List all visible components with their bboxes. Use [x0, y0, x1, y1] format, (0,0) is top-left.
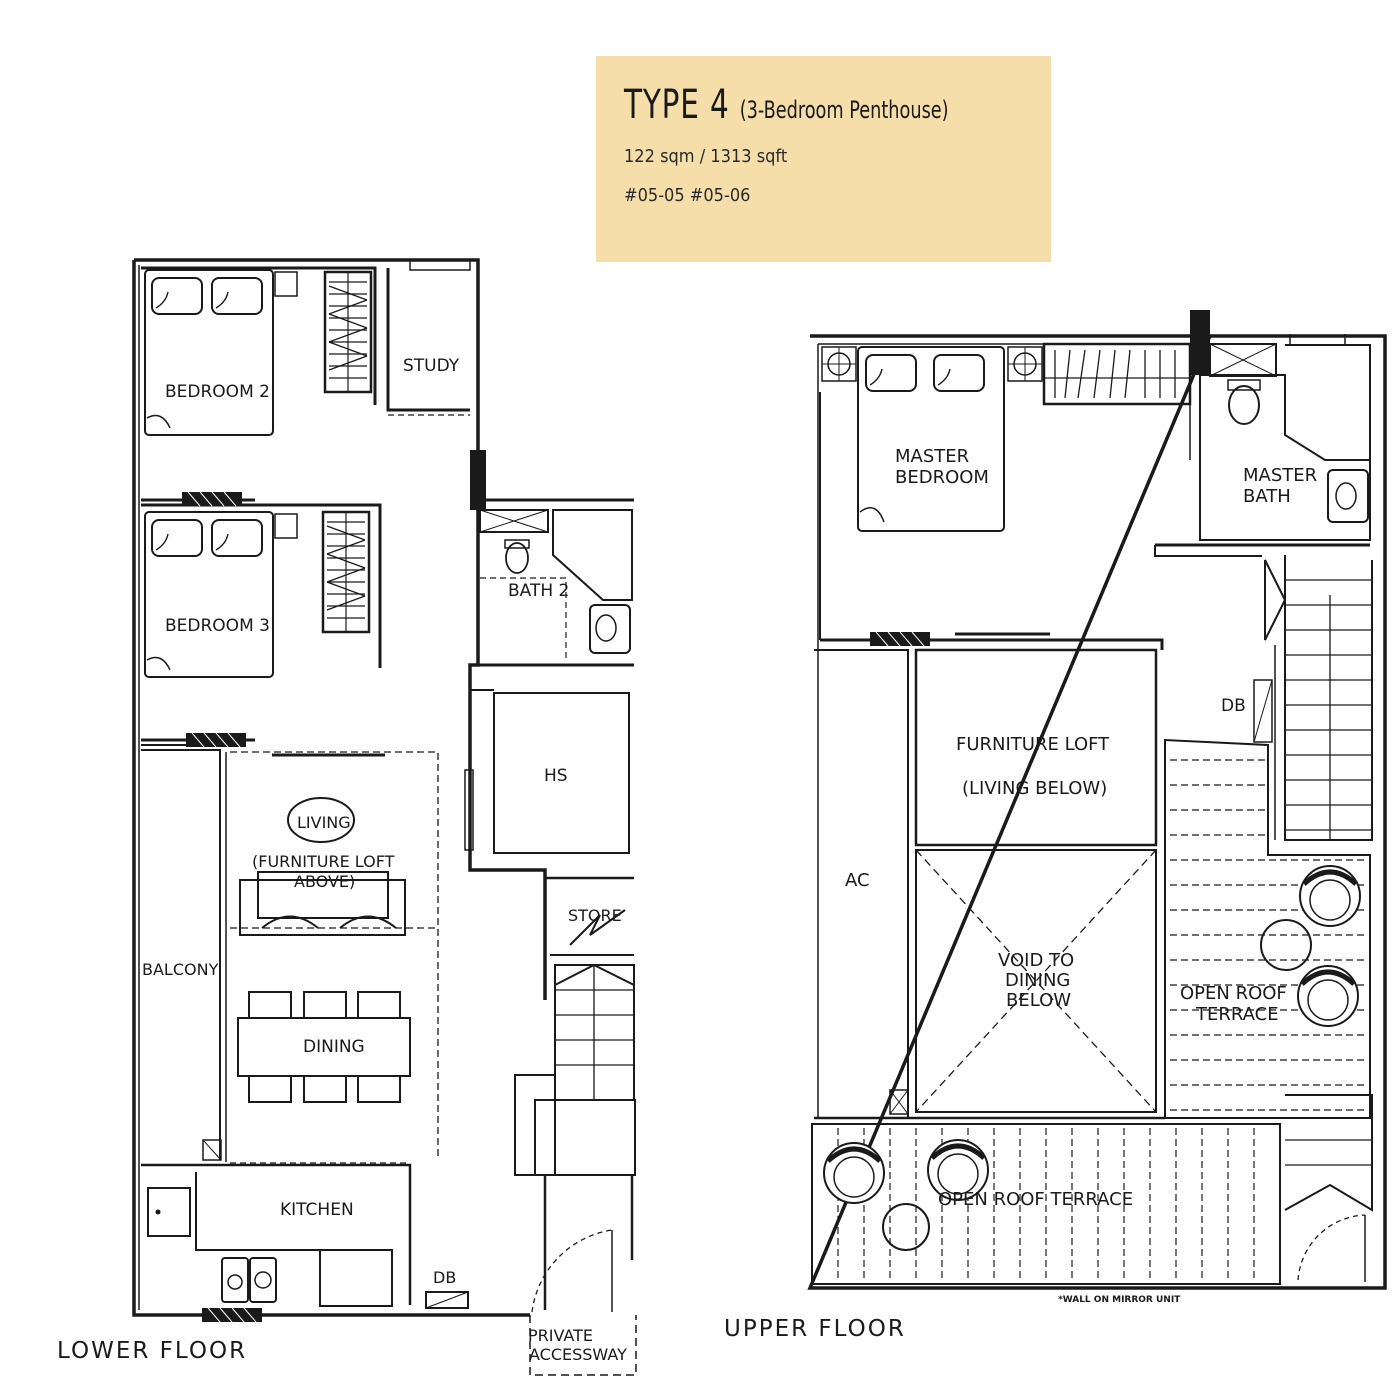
room-hs: HS — [544, 766, 568, 786]
void-label-3: BELOW — [1006, 990, 1071, 1011]
room-kitchen: KITCHEN — [280, 1200, 354, 1220]
void-label-2: DINING — [1005, 970, 1070, 991]
room-db-lower: DB — [433, 1268, 456, 1287]
terrace-bottom: OPEN ROOF TERRACE — [938, 1189, 1133, 1210]
type-label: TYPE 4 — [624, 82, 730, 128]
mirror-unit-note: *WALL ON MIRROR UNIT — [1058, 1295, 1181, 1305]
lower-floor-title: LOWER FLOOR — [57, 1338, 248, 1364]
room-study: STUDY — [403, 356, 460, 376]
unit-numbers: #05-05 #05-06 — [624, 185, 751, 206]
unit-type-header: TYPE 4 (3-Bedroom Penthouse) 122 sqm / 1… — [596, 56, 1051, 262]
room-living: LIVING — [297, 813, 351, 832]
room-bedroom-2: BEDROOM 2 — [165, 382, 270, 402]
room-master-bedroom-1: MASTER — [895, 446, 969, 467]
room-master-bath-1: MASTER — [1243, 465, 1317, 486]
room-store: STORE — [568, 906, 622, 925]
terrace-right-2: TERRACE — [1195, 1004, 1279, 1025]
upper-floor-labels: MASTER BEDROOM MASTER BATH DB FURNITURE … — [845, 446, 1317, 1305]
loft-label-1: FURNITURE LOFT — [956, 734, 1110, 755]
type-description: (3-Bedroom Penthouse) — [739, 96, 949, 124]
room-master-bath-2: BATH — [1243, 486, 1291, 507]
living-loft-note-2: ABOVE) — [294, 872, 355, 891]
unit-area: 122 sqm / 1313 sqft — [624, 146, 788, 167]
living-loft-note-1: (FURNITURE LOFT — [252, 852, 395, 871]
unit-type-title: TYPE 4 (3-Bedroom Penthouse) — [624, 82, 949, 128]
lower-floor-labels: BEDROOM 2 BEDROOM 3 STUDY BATH 2 HS LIVI… — [142, 356, 627, 1364]
lower-floor-plan — [132, 258, 637, 1376]
room-ac: AC — [845, 870, 870, 891]
terrace-right-1: OPEN ROOF — [1180, 983, 1287, 1004]
room-bedroom-3: BEDROOM 3 — [165, 616, 270, 636]
room-master-bedroom-2: BEDROOM — [895, 467, 989, 488]
room-balcony: BALCONY — [142, 960, 219, 979]
private-accessway-2: ACCESSWAY — [529, 1345, 627, 1364]
private-accessway-1: PRIVATE — [528, 1326, 593, 1345]
room-dining: DINING — [303, 1037, 365, 1057]
loft-label-2: (LIVING BELOW) — [962, 778, 1107, 799]
room-db-upper: DB — [1221, 696, 1246, 716]
upper-floor-title: UPPER FLOOR — [724, 1316, 906, 1342]
void-label-1: VOID TO — [998, 950, 1074, 971]
room-bath-2: BATH 2 — [508, 581, 569, 601]
